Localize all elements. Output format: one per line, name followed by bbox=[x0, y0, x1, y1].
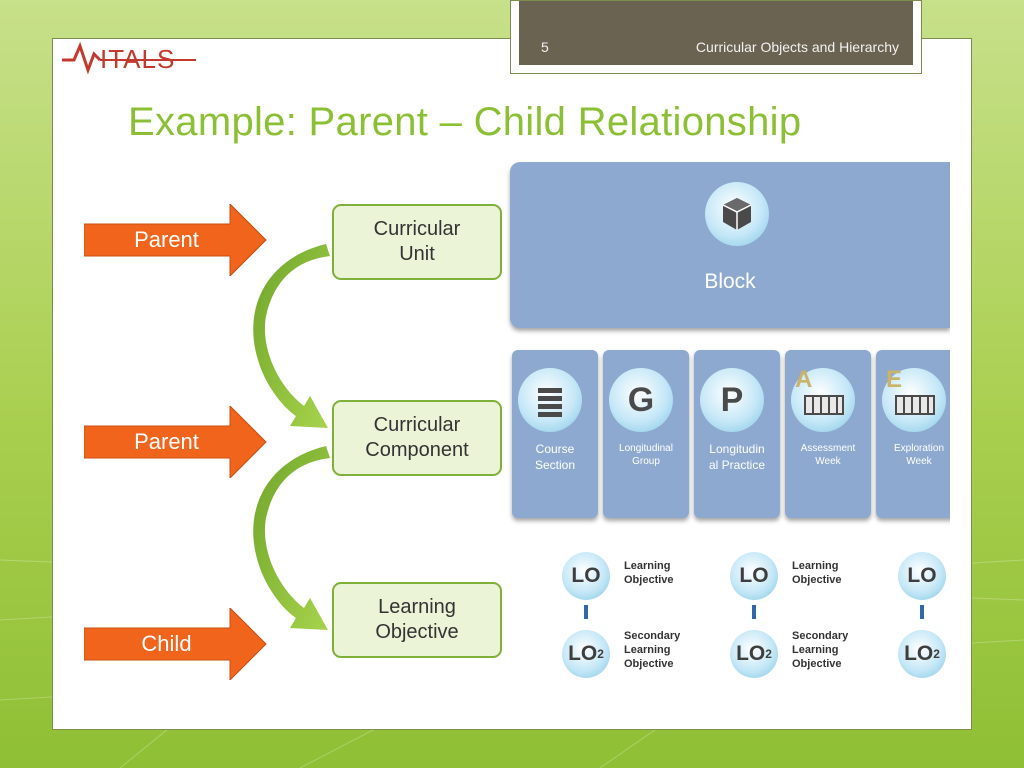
node-curricular-component: Curricular Component bbox=[332, 400, 502, 476]
arrow-label: Parent bbox=[134, 227, 199, 252]
curved-arrow-upper-icon bbox=[253, 244, 330, 428]
lo2-label: Secondary Learning Objective bbox=[792, 630, 849, 670]
arrow-label: Parent bbox=[134, 429, 199, 454]
block-tile: Block bbox=[510, 162, 950, 328]
lo-icon: LO bbox=[730, 552, 778, 600]
slide-number: 5 bbox=[541, 39, 549, 55]
lo-icon-text: LO bbox=[571, 564, 601, 587]
node-label: Curricular Unit bbox=[373, 218, 461, 265]
arrow-shape-icon bbox=[83, 202, 267, 278]
icon-letter: G bbox=[627, 380, 655, 419]
block-label: Block bbox=[704, 270, 756, 293]
curved-arrow-lower-icon bbox=[253, 446, 330, 630]
slide-title: Example: Parent – Child Relationship bbox=[128, 100, 802, 144]
slide-header: 5 Curricular Objects and Hierarchy bbox=[510, 0, 922, 74]
component-tile-assessment-week: A Assessment Week bbox=[785, 350, 871, 518]
arrow-label: Child bbox=[141, 631, 192, 656]
parent-arrow-1: Parent bbox=[83, 202, 268, 278]
icon-letter: E bbox=[886, 366, 903, 393]
node-curricular-unit: Curricular Unit bbox=[332, 204, 502, 280]
component-label: Exploration Week bbox=[893, 443, 945, 467]
graphic-panel: Block Course Section G Longitudinal Grou… bbox=[510, 162, 950, 678]
node-label: Curricular Component bbox=[365, 414, 469, 461]
icon-letter: P bbox=[720, 380, 744, 419]
vitals-logo: ITALS bbox=[62, 41, 196, 75]
cube-icon bbox=[705, 182, 769, 246]
lo-label: Learning Objective bbox=[624, 560, 674, 586]
node-label: Learning Objective bbox=[375, 596, 459, 643]
lo2-sup: 2 bbox=[933, 647, 940, 661]
lo2-sup: 2 bbox=[765, 647, 772, 661]
component-label: Longitudin al Practice bbox=[708, 442, 766, 472]
component-label: Longitudinal Group bbox=[619, 443, 673, 467]
lo-icon: LO bbox=[898, 552, 946, 600]
header-bar: 5 Curricular Objects and Hierarchy bbox=[519, 1, 913, 65]
lo2-icon-text: LO bbox=[736, 642, 766, 665]
calendar-a-icon: A bbox=[791, 366, 855, 432]
child-arrow: Child bbox=[83, 606, 268, 682]
component-label: Assessment Week bbox=[800, 443, 856, 467]
letter-g-icon: G bbox=[609, 368, 673, 432]
calendar-e-icon: E bbox=[882, 366, 946, 432]
list-icon bbox=[518, 368, 582, 432]
lo2-icon-text: LO bbox=[568, 642, 598, 665]
lo-connector bbox=[752, 605, 756, 619]
component-tile-course-section: Course Section bbox=[512, 350, 598, 518]
component-tile-longitudinal-practice: P Longitudin al Practice bbox=[694, 350, 780, 518]
letter-p-icon: P bbox=[700, 368, 764, 432]
lo-label: Learning Objective bbox=[792, 560, 842, 586]
lo-icon-text: LO bbox=[907, 564, 937, 587]
component-tile-exploration-week: E Exploration Week bbox=[876, 350, 950, 518]
component-tile-longitudinal-group: G Longitudinal Group bbox=[603, 350, 689, 518]
lo-icon: LO bbox=[562, 552, 610, 600]
icon-letter: A bbox=[795, 366, 813, 393]
slide-topic: Curricular Objects and Hierarchy bbox=[695, 39, 899, 55]
lo-icon-text: LO bbox=[739, 564, 769, 587]
parent-arrow-2: Parent bbox=[83, 404, 268, 480]
node-learning-objective: Learning Objective bbox=[332, 582, 502, 658]
lo2-sup: 2 bbox=[597, 647, 604, 661]
arrow-shape-icon bbox=[83, 404, 267, 480]
curved-connectors bbox=[253, 244, 330, 630]
component-label: Course Section bbox=[534, 442, 576, 472]
arrow-shape-icon bbox=[83, 606, 267, 682]
lo2-icon-text: LO bbox=[904, 642, 934, 665]
lo-connector bbox=[920, 605, 924, 619]
lo-connector bbox=[584, 605, 588, 619]
lo2-label: Secondary Learning Objective bbox=[624, 630, 681, 670]
